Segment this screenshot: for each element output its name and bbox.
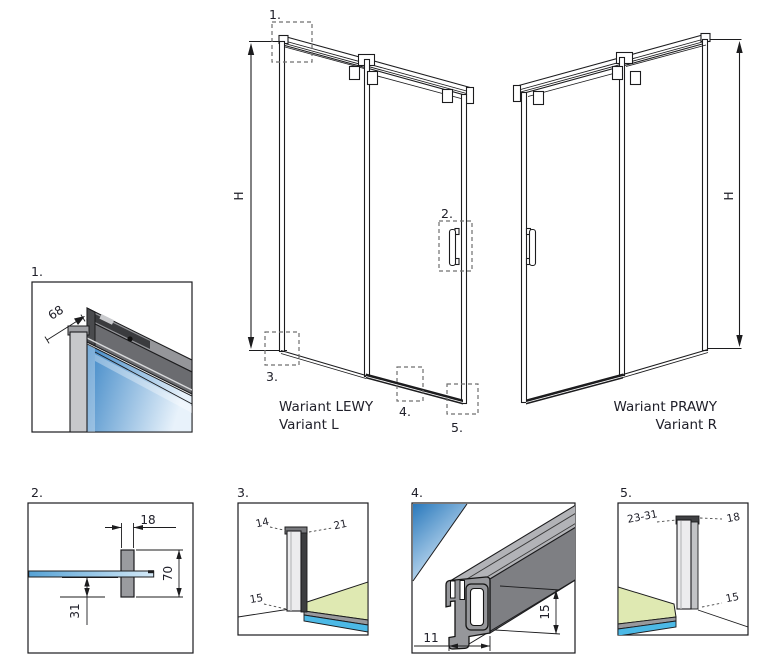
main-variants-drawing: H: [232, 7, 743, 435]
callout-box-5: [446, 383, 479, 415]
callout-box-3: [264, 331, 300, 366]
height-dim-right: H: [722, 191, 736, 200]
roller-brackets-right: [532, 65, 642, 106]
detail-4-drawing: 4. 11 15: [411, 485, 576, 654]
detail-2-dim-height: 70: [161, 566, 175, 581]
detail-3-drawing: 3. 14 21 15: [237, 485, 369, 636]
callout-label-2: 2.: [441, 206, 453, 221]
door-handle-right: [525, 227, 537, 267]
detail-5-dim-width: 18: [726, 511, 741, 525]
detail-4-label: 4.: [411, 485, 423, 500]
height-dim-left: H: [232, 191, 246, 200]
right-variant-name-pl: Wariant PRAWY: [613, 399, 717, 415]
left-variant-name-pl: Wariant LEWY: [279, 399, 374, 415]
left-variant-drawing: H: [232, 7, 479, 435]
detail-5-dim-floor: 15: [725, 591, 740, 605]
detail-3-dim-floor: 15: [249, 592, 264, 606]
detail-5-dim-adjust: 23-31: [626, 508, 658, 526]
callout-box-2: [438, 220, 473, 272]
callout-label-3: 3.: [266, 369, 278, 384]
detail-1-drawing: 1. 68: [31, 264, 193, 433]
detail-3-dim-profile: 14: [255, 516, 271, 531]
detail-5-label: 5.: [620, 485, 632, 500]
door-handle-left: [448, 227, 460, 267]
detail-2-dim-offset: 31: [68, 603, 82, 618]
detail-2-label: 2.: [31, 485, 43, 500]
detail-1-label: 1.: [31, 264, 43, 279]
detail-4-dim-width: 11: [423, 631, 438, 645]
callout-label-1: 1.: [269, 7, 281, 22]
detail-2-drawing: 2. 18 70 31: [27, 485, 194, 654]
callout-box-4: [396, 366, 424, 402]
callout-label-5: 5.: [451, 420, 463, 435]
roller-brackets-left: [348, 65, 454, 104]
detail-1-dim-depth: 68: [46, 303, 66, 323]
right-variant-drawing: H: [512, 32, 743, 433]
detail-5-drawing: 5. 23-31 18 15: [617, 485, 749, 636]
right-variant-name-en: Variant R: [655, 417, 717, 433]
callout-label-4: 4.: [399, 404, 411, 419]
detail-3-dim-total: 21: [333, 518, 349, 533]
detail-3-label: 3.: [237, 485, 249, 500]
detail-4-dim-height: 15: [538, 604, 552, 619]
left-variant-name-en: Variant L: [279, 417, 339, 433]
callout-box-1: [271, 21, 313, 63]
detail-2-dim-width: 18: [140, 513, 155, 527]
